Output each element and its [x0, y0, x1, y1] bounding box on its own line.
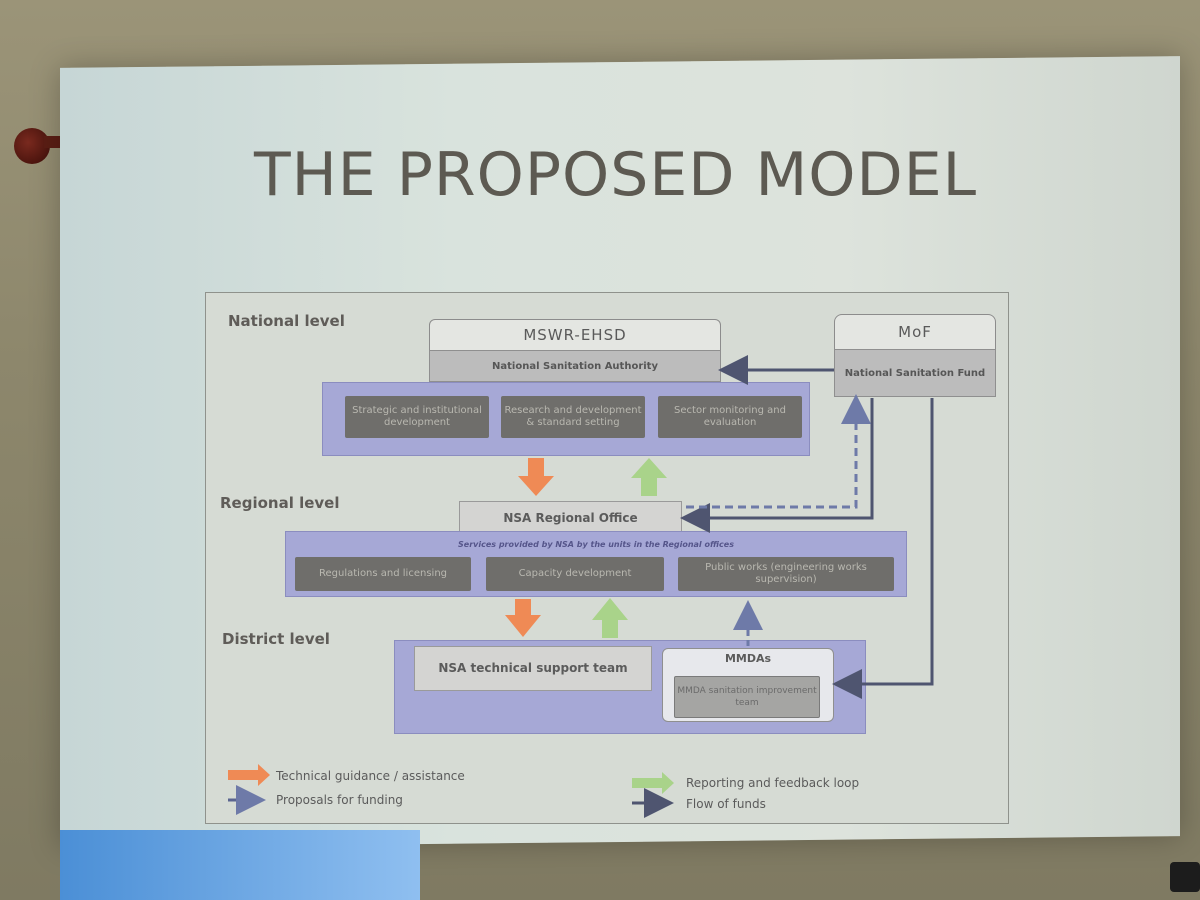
national-level-label: National level — [228, 312, 345, 330]
regional-unit-regulations: Regulations and licensing — [295, 557, 471, 591]
regional-units-caption: Services provided by NSA by the units in… — [458, 540, 734, 549]
slide-title: THE PROPOSED MODEL — [254, 140, 978, 210]
legend-proposals-label: Proposals for funding — [276, 793, 403, 807]
mmda-sanitation-team: MMDA sanitation improvement team — [674, 676, 820, 718]
legend-feedback-label: Reporting and feedback loop — [686, 776, 860, 790]
nsa-technical-support-team: NSA technical support team — [414, 646, 652, 691]
national-sanitation-fund: National Sanitation Fund — [834, 349, 996, 397]
national-unit-monitoring: Sector monitoring and evaluation — [658, 396, 802, 438]
nsa-regional-office: NSA Regional Office — [459, 501, 682, 535]
floor-highlight — [60, 830, 420, 900]
mswr-ehsd-header: MSWR-EHSD — [429, 319, 721, 351]
corner-logo — [1170, 862, 1200, 892]
mmdas-label: MMDAs — [724, 652, 772, 665]
mof-header: MoF — [834, 314, 996, 350]
national-unit-strategic: Strategic and institutional development — [345, 396, 489, 438]
legend-funds-label: Flow of funds — [686, 797, 766, 811]
regional-unit-public-works: Public works (engineering works supervis… — [678, 557, 894, 591]
district-level-label: District level — [222, 630, 330, 648]
regional-level-label: Regional level — [220, 494, 340, 512]
national-sanitation-authority: National Sanitation Authority — [429, 350, 721, 382]
national-unit-research: Research and development & standard sett… — [501, 396, 645, 438]
regional-unit-capacity: Capacity development — [486, 557, 664, 591]
legend-guidance-label: Technical guidance / assistance — [276, 769, 465, 783]
